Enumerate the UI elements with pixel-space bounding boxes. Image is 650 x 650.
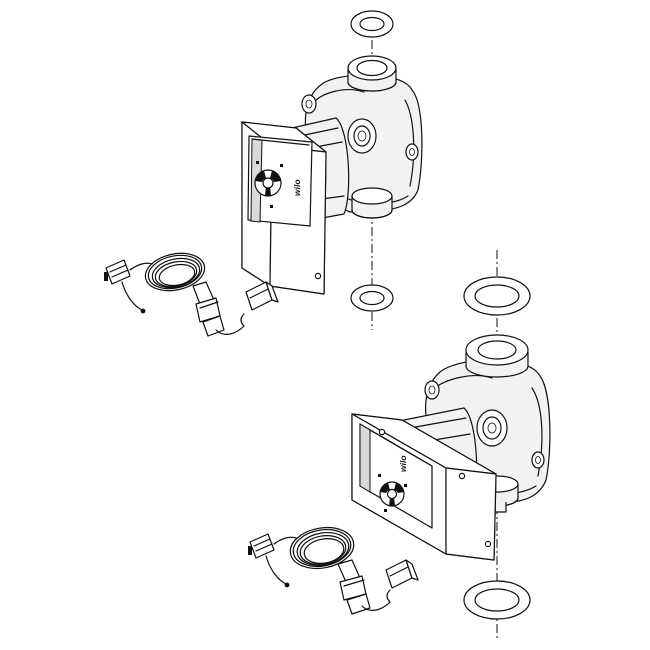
bottom-brand-label: wilo [398, 455, 408, 472]
bottom-pump-assembly: wilo [248, 250, 551, 640]
top-upper-gasket [350, 10, 394, 38]
top-brand-label: wilo [292, 179, 302, 196]
bottom-control-box: wilo [351, 413, 497, 561]
top-control-box: wilo [241, 121, 327, 295]
bottom-power-cable [248, 526, 419, 615]
top-power-cable [104, 252, 279, 337]
bottom-upper-gasket [463, 276, 531, 316]
bottom-lower-gasket [463, 580, 531, 620]
top-lower-gasket [350, 284, 394, 312]
top-pump-assembly: wilo [104, 10, 423, 337]
